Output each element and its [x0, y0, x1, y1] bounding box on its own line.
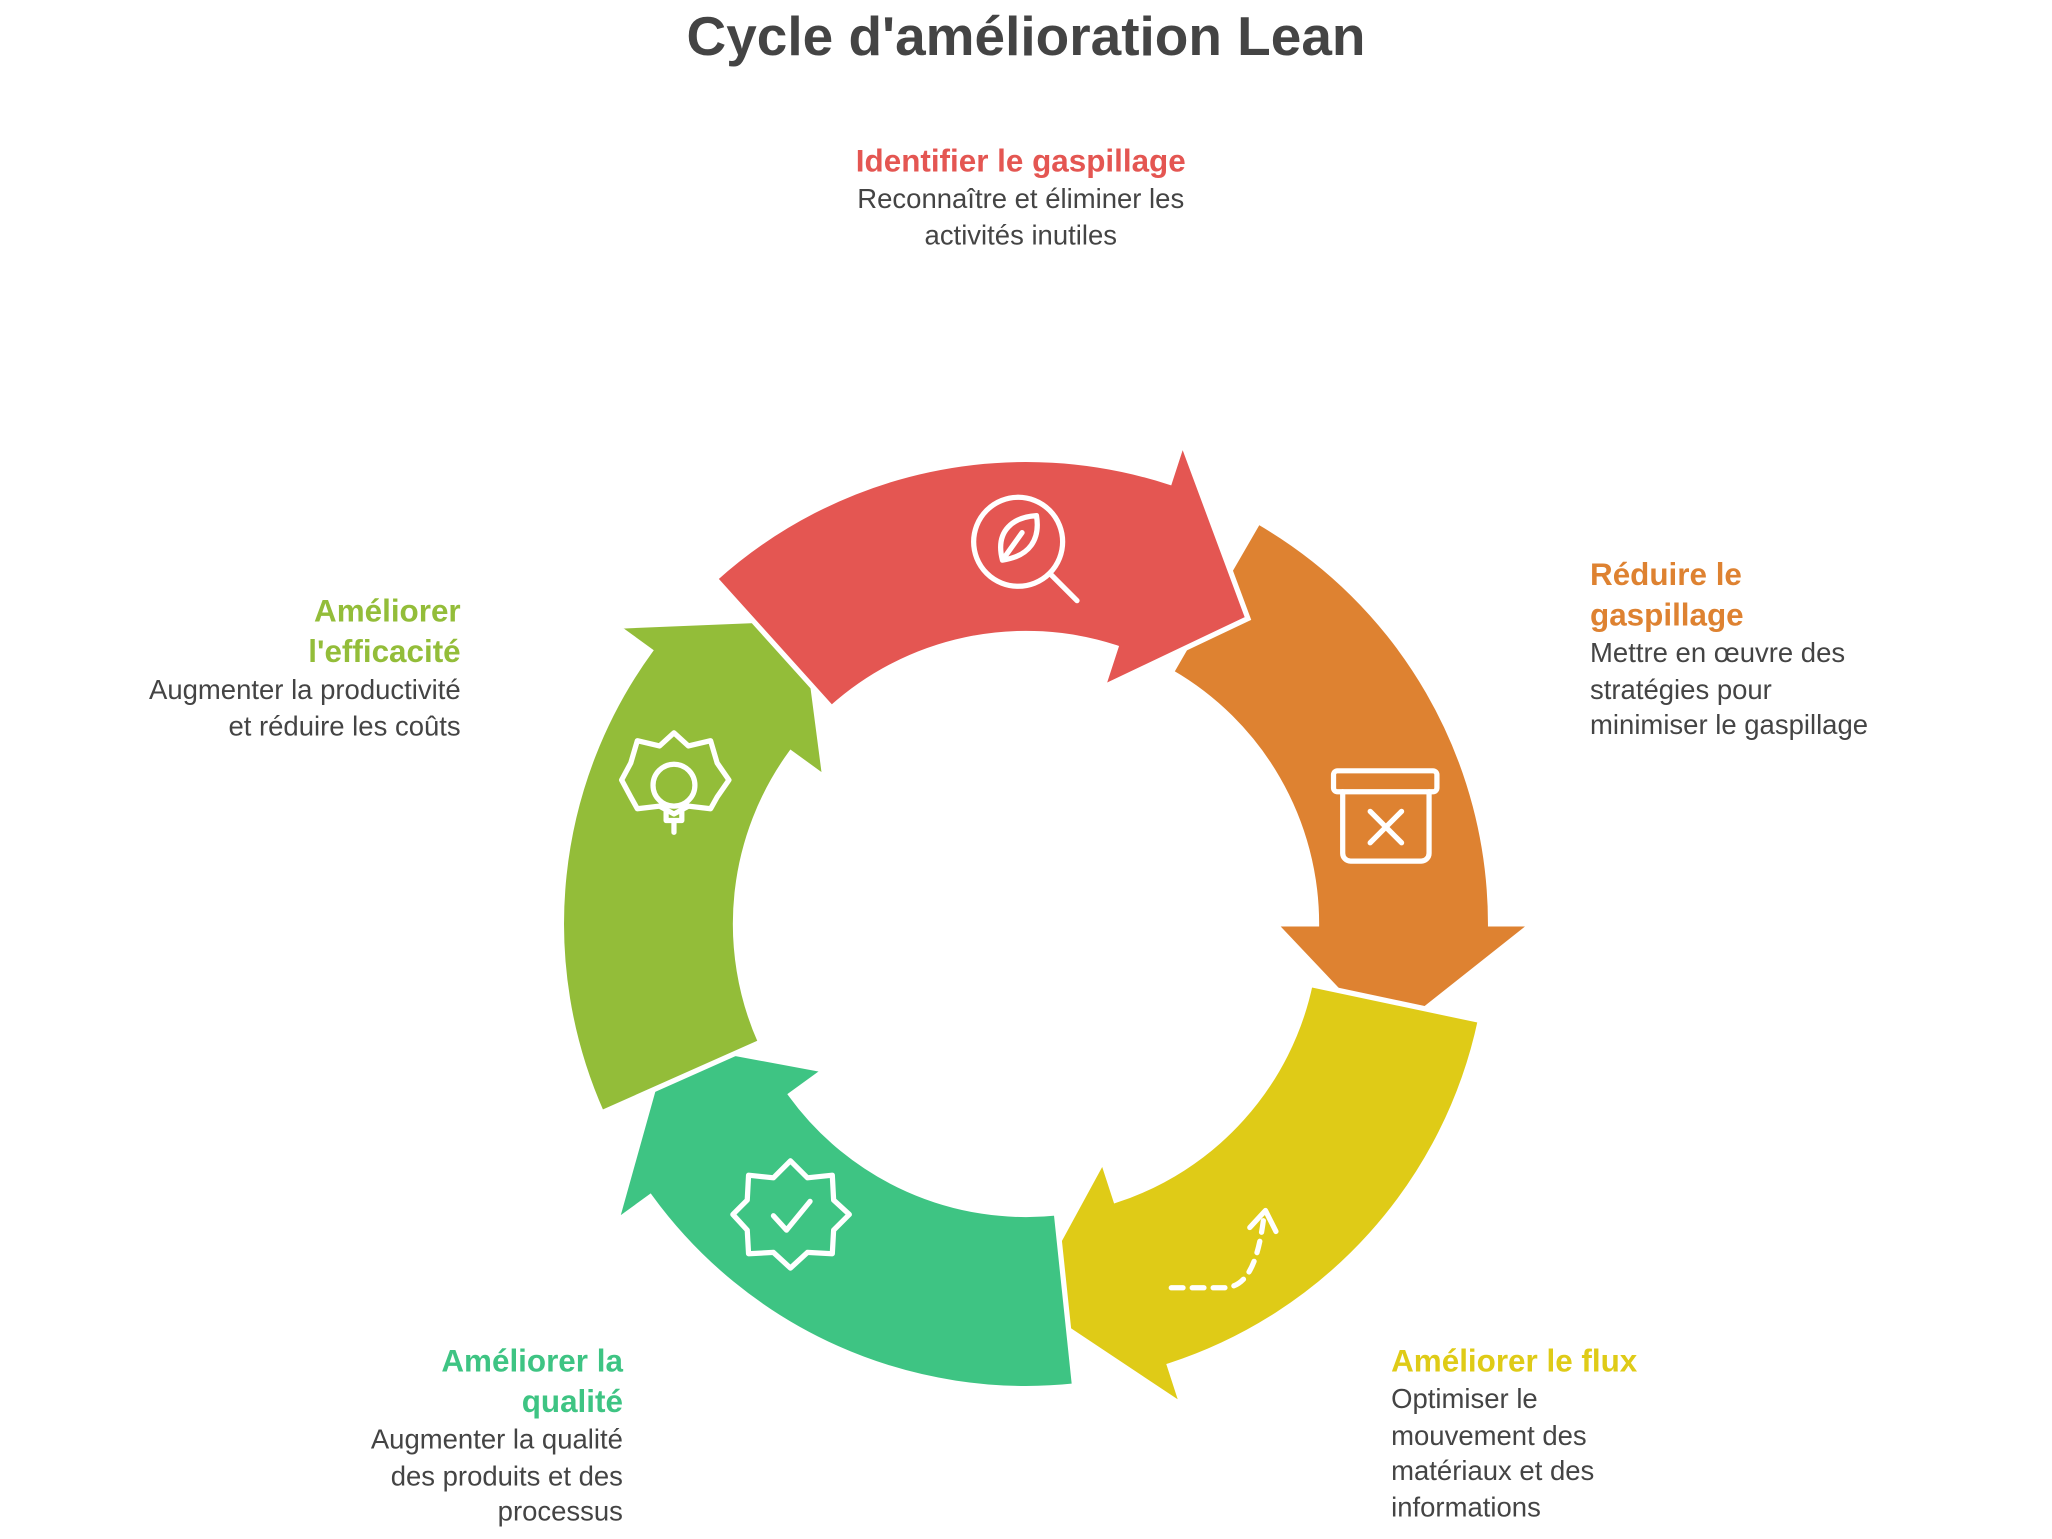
bin-x-icon — [1330, 768, 1440, 864]
diagram-title: Cycle d'amélioration Lean — [686, 5, 1366, 67]
step-description: Mettre en œuvre des stratégies pour mini… — [1590, 638, 1869, 741]
step-title: Améliorer la qualité — [441, 1344, 623, 1420]
step-title: Identifier le gaspillage — [855, 143, 1186, 180]
step-reduire: Réduire le gaspillage Mettre en œuvre de… — [1590, 555, 1891, 744]
step-efficacite: Améliorer l'efficacité Augmenter la prod… — [147, 592, 461, 745]
step-title: Améliorer l'efficacité — [308, 594, 461, 671]
cycle-arrow-segment — [611, 1037, 1078, 1392]
step-identifier: Identifier le gaspillage Reconnaître et … — [851, 141, 1191, 254]
step-description: Augmenter la qualité des produits et des… — [370, 1425, 623, 1528]
magnifier-leaf-icon — [971, 494, 1080, 604]
dashed-arrow-icon — [1168, 1207, 1279, 1291]
step-description: Reconnaître et éliminer les activités in… — [857, 184, 1185, 251]
step-description: Augmenter la productivité et réduire les… — [149, 675, 461, 742]
step-qualite: Améliorer la qualité Augmenter la qualit… — [322, 1341, 623, 1530]
step-description: Optimiser le mouvement des matériaux et … — [1391, 1384, 1595, 1523]
cycle-arrow-segment — [711, 434, 1252, 712]
step-title: Réduire le gaspillage — [1590, 557, 1744, 634]
cycle-arrow-segment — [1167, 518, 1540, 1045]
badge-check-icon — [730, 1158, 852, 1271]
step-title: Améliorer le flux — [1391, 1344, 1638, 1380]
step-flux: Améliorer le flux Optimiser le mouvement… — [1391, 1341, 1672, 1526]
cycle-arrow-segment — [1022, 981, 1484, 1412]
cycle-arrow-segment — [558, 615, 829, 1117]
gear-bulb-icon — [619, 730, 732, 835]
